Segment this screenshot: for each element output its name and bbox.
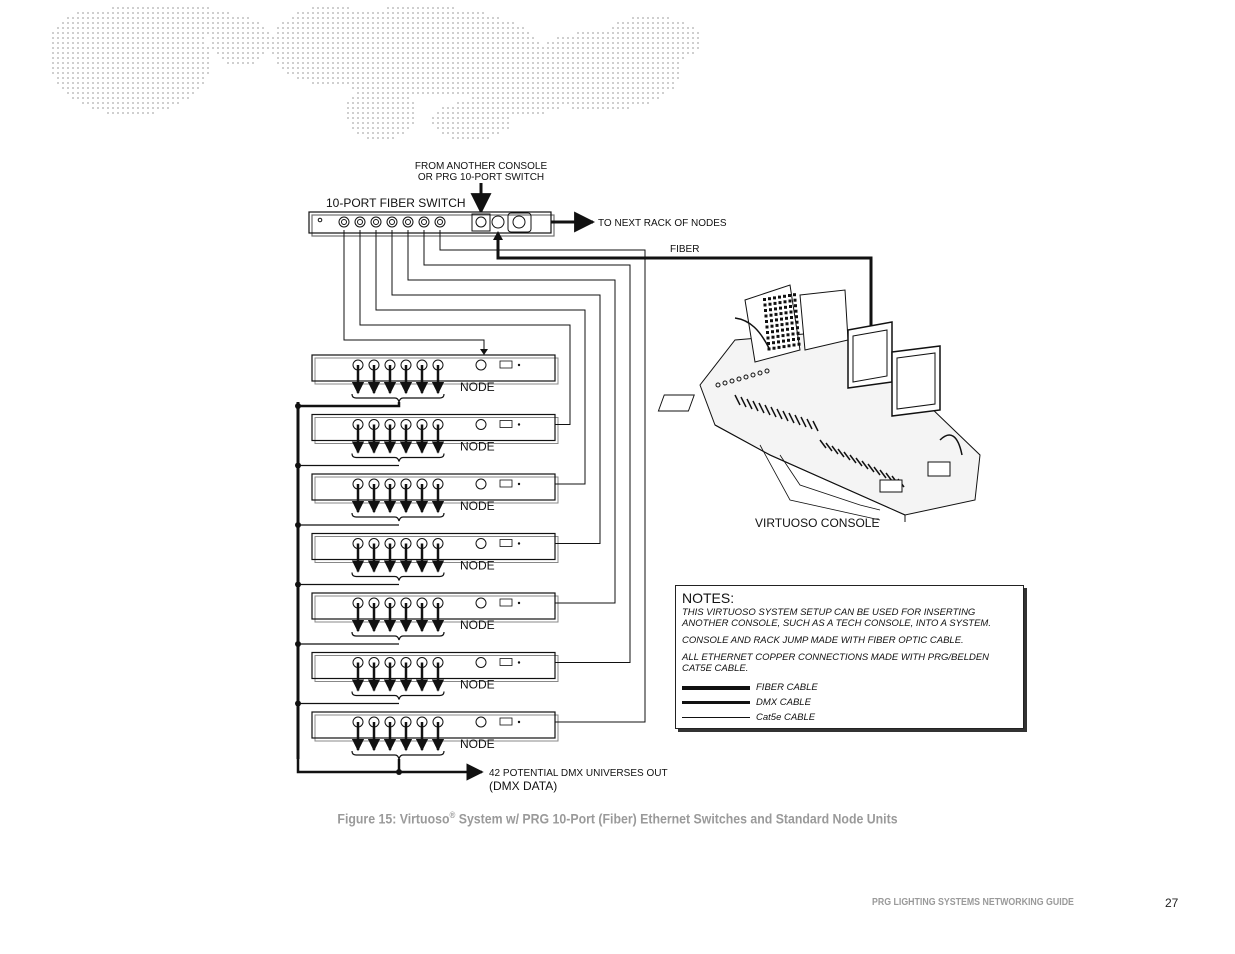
note-tech-console: THIS VIRTUOSO SYSTEM SETUP CAN BE USED F… (682, 607, 991, 629)
dmx-data-label: (DMX DATA) (489, 779, 557, 793)
dmx-group-brace (351, 572, 445, 581)
console-label: VIRTUOSO CONSOLE (755, 516, 879, 530)
dmx-bus-spine (296, 402, 484, 781)
node-label: NODE (460, 618, 495, 632)
fiber-switch (308, 211, 555, 237)
virtuoso-console-illustration (657, 284, 981, 522)
legend-dmx-label: DMX CABLE (756, 697, 811, 708)
dmx-group-brace (351, 393, 445, 403)
node-unit: NODE (311, 592, 559, 641)
cable-legend: FIBER CABLE DMX CABLE Cat5e CABLE (682, 680, 1017, 725)
fiber-line-swatch (682, 685, 750, 690)
world-map-background (52, 7, 699, 139)
dmx-line-swatch (682, 701, 750, 704)
switch-port-icon (338, 216, 350, 228)
dmx-group-brace (351, 750, 445, 760)
legend-cat5-label: Cat5e CABLE (756, 712, 816, 723)
page-number: 27 (1165, 896, 1179, 910)
legend-dmx: DMX CABLE (682, 695, 1017, 710)
cat5-cable-run (343, 230, 485, 355)
ethernet-port-icon (475, 597, 487, 609)
legend-fiber-label: FIBER CABLE (756, 682, 818, 693)
registered-mark: ® (449, 810, 456, 820)
dmx-group-brace (351, 453, 445, 462)
notes-title: NOTES: (682, 590, 735, 606)
caption-prefix: Figure 15: Virtuoso (337, 810, 450, 827)
note-copper-connections: ALL ETHERNET COPPER CONNECTIONS MADE WIT… (682, 652, 990, 674)
switch-port-icon (354, 216, 366, 228)
switch-port-icon (370, 216, 382, 228)
node-display-icon (499, 539, 513, 547)
node-label: NODE (460, 737, 495, 751)
switch-port-icon (434, 216, 446, 228)
node-unit: NODE (311, 354, 559, 403)
cat5-cable-run (391, 230, 601, 544)
ethernet-port-icon (475, 716, 487, 728)
legend-cat5: Cat5e CABLE (682, 710, 1017, 725)
cat5-cable-run (407, 230, 616, 604)
figure-caption: Figure 15: Virtuoso® System w/ PRG 10-Po… (74, 810, 1161, 827)
node-label: NODE (460, 380, 495, 394)
node-display-icon (499, 717, 513, 726)
ethernet-port-icon (475, 657, 487, 668)
switch-port-icon (402, 216, 414, 228)
fiber-label: FIBER (670, 244, 699, 255)
node-unit: NODE (311, 711, 559, 760)
node-unit: NODE (311, 532, 559, 581)
ethernet-port-icon (475, 538, 487, 549)
dmx-group-brace (351, 691, 445, 700)
switch-label: 10-PORT FIBER SWITCH (326, 196, 466, 210)
switch-port-icon (418, 216, 430, 228)
note-fiber-jump: CONSOLE AND RACK JUMP MADE WITH FIBER OP… (682, 635, 964, 646)
node-display-icon (499, 598, 513, 607)
dmx-output-bus (295, 402, 484, 781)
node-display-icon (499, 658, 513, 666)
footer-guide-title: PRG LIGHTING SYSTEMS NETWORKING GUIDE (872, 897, 1074, 908)
cat5-cable-run (439, 230, 646, 723)
caption-suffix: System w/ PRG 10-Port (Fiber) Ethernet S… (455, 810, 898, 827)
fiber-arrowhead (493, 231, 503, 240)
node-display-icon (499, 479, 513, 488)
node-display-icon (499, 420, 513, 428)
legend-fiber: FIBER CABLE (682, 680, 1017, 695)
node-label: NODE (460, 499, 495, 513)
bus-junction-dot (396, 769, 402, 775)
node-label: NODE (460, 678, 495, 692)
notes-box: NOTES: THIS VIRTUOSO SYSTEM SETUP CAN BE… (675, 585, 1024, 729)
cat5-line-swatch (682, 716, 750, 719)
dmx-group-brace (351, 512, 445, 522)
node-display-icon (499, 360, 513, 369)
to-next-rack-label: TO NEXT RACK OF NODES (598, 218, 727, 229)
cat5-arrowhead (480, 349, 488, 355)
fiber-cable-to-console (496, 234, 873, 333)
ethernet-port-icon (475, 478, 487, 490)
node-unit: NODE (311, 413, 559, 462)
dmx-out-label: 42 POTENTIAL DMX UNIVERSES OUT (489, 768, 668, 779)
ethernet-port-icon (475, 359, 487, 371)
from-console-label-line2: OR PRG 10-PORT SWITCH (418, 172, 544, 183)
node-label: NODE (460, 559, 495, 573)
switch-port-icon (386, 216, 398, 228)
node-stack: NODE NODE NODE NODE NODE NODE NODE (311, 354, 559, 760)
node-unit: NODE (311, 651, 559, 700)
node-unit: NODE (311, 473, 559, 522)
from-console-label-line1: FROM ANOTHER CONSOLE (415, 161, 548, 172)
cat5-cable-run (423, 230, 631, 663)
dmx-group-brace (351, 631, 445, 641)
node-label: NODE (460, 440, 495, 454)
ethernet-port-icon (475, 419, 487, 430)
